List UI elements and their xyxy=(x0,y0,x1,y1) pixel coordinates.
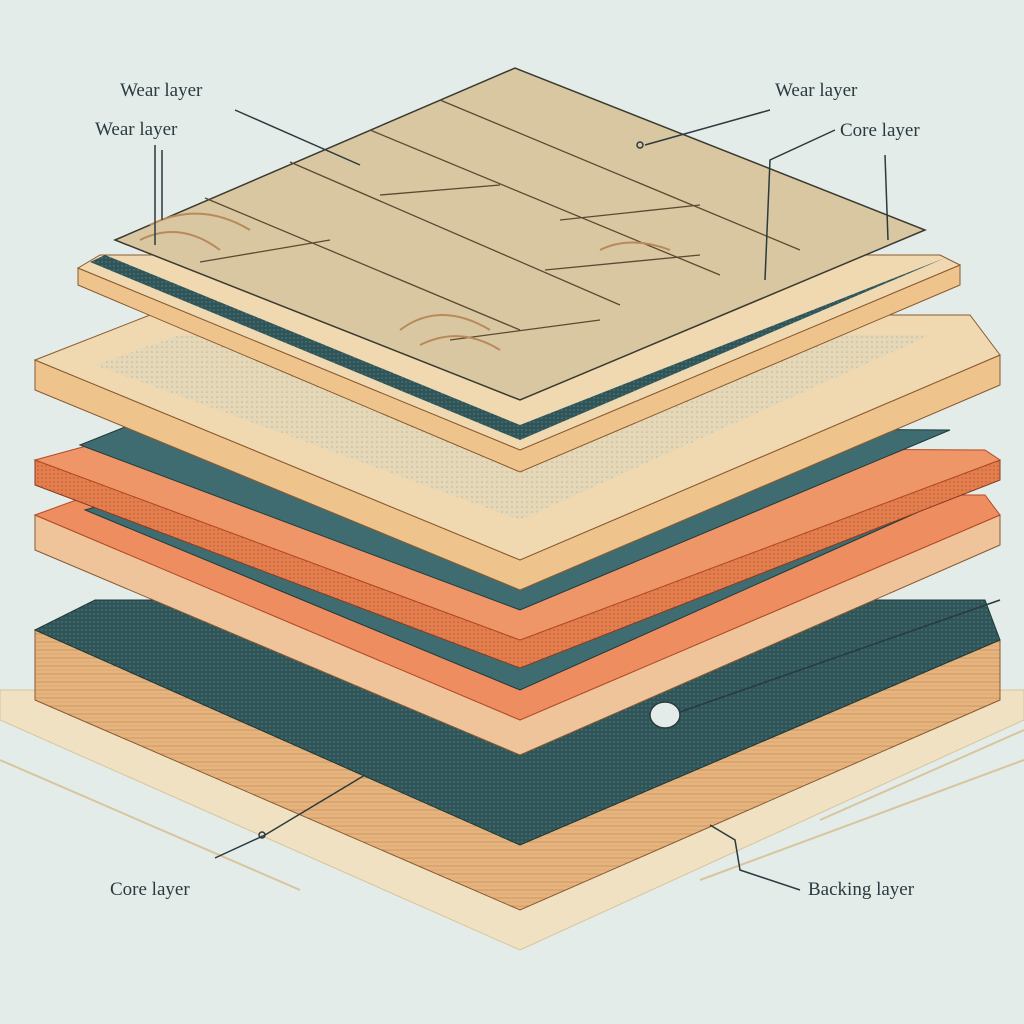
label-backing-layer: Backing layer xyxy=(808,879,915,900)
label-wear-layer-top-right: Wear layer xyxy=(775,80,858,101)
leader-lines xyxy=(154,109,1001,891)
wear-layer-planks xyxy=(76,67,962,473)
label-wear-layer-top-left: Wear layer xyxy=(120,80,203,101)
label-core-layer-right: Core layer xyxy=(840,120,920,141)
label-wear-layer-left: Wear layer xyxy=(95,119,178,140)
label-core-layer-bottom-left: Core layer xyxy=(110,879,190,900)
